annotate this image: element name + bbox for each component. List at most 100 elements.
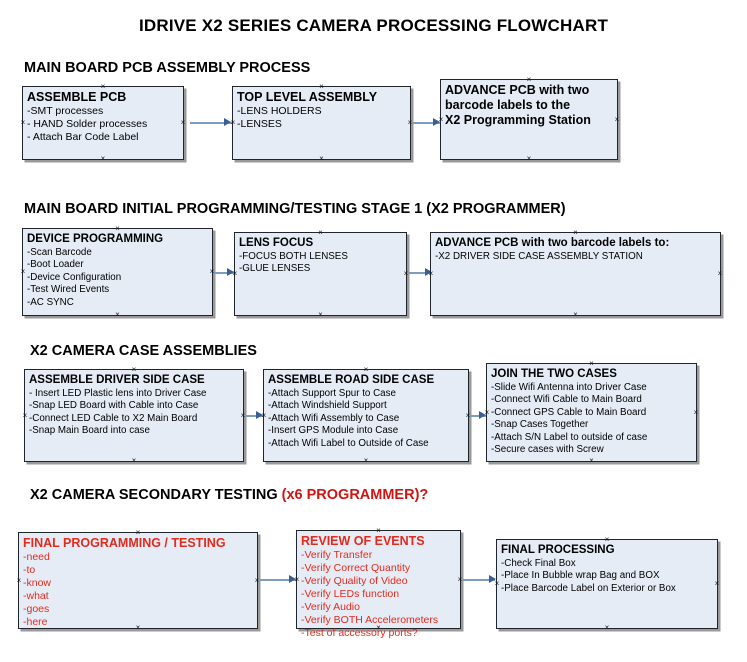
arrow-head-3-1 [256,411,263,419]
box-line: -Test Wired Events [27,284,110,296]
connection-handle-bottom[interactable]: × [115,310,120,319]
box-title: REVIEW OF EVENTS [301,534,425,548]
connection-handle-top[interactable]: × [573,228,578,237]
connection-handle-left[interactable]: × [20,118,26,127]
connection-handle-left[interactable]: × [22,410,28,420]
connection-handle-top[interactable]: × [135,528,141,537]
box-advance-pcb-programming-station[interactable]: ADVANCE PCB with two barcode labels to t… [438,75,620,163]
connector-1-2 [413,122,440,124]
box-line: -Connect LED Cable to X2 Main Board [29,412,198,424]
box-line: -Insert GPS Module into Case [268,425,399,437]
arrow-head-4-1 [289,575,296,583]
connection-handle-right[interactable]: × [407,118,413,127]
box-title: JOIN THE TWO CASES [491,368,617,380]
connector-4-2 [462,579,495,581]
box-line: -Attach Wifi Label to Outside of Case [268,437,429,449]
section-heading-3-text: X2 CAMERA CASE ASSEMBLIES [30,343,257,359]
arrow-head-3-2 [479,411,486,419]
connection-handle-bottom[interactable]: × [100,154,106,163]
connection-handle-top[interactable]: × [526,75,532,84]
box-line: -goes [23,603,50,615]
box-line: -Snap Main Board into case [29,425,150,437]
connection-handle-right[interactable]: × [614,114,620,124]
connection-handle-right[interactable]: × [457,574,463,584]
box-line: -Connect Wifi Cable to Main Board [491,394,642,406]
connection-handle-top[interactable]: × [131,365,137,374]
connection-handle-left[interactable]: × [294,574,300,584]
connection-handle-left[interactable]: × [494,579,500,588]
box-line: -AC SYNC [27,296,74,308]
connection-handle-right[interactable]: × [254,575,260,585]
connection-handle-left[interactable]: × [16,575,22,585]
connection-handle-bottom[interactable]: × [363,456,369,465]
arrow-head-2-1 [227,268,234,276]
connection-handle-right[interactable]: × [717,269,723,278]
box-device-programming[interactable]: DEVICE PROGRAMMING -Scan Barcode -Boot L… [20,224,215,319]
box-line: -know [23,577,52,589]
connection-handle-left[interactable]: × [232,269,238,278]
box-line: - Insert LED Plastic lens into Driver Ca… [29,388,207,399]
box-assemble-road-side-case[interactable]: ASSEMBLE ROAD SIDE CASE -Attach Support … [261,365,471,465]
box-join-the-two-cases[interactable]: JOIN THE TWO CASES -Slide Wifi Antenna i… [484,359,699,465]
box-final-programming-testing[interactable]: FINAL PROGRAMMING / TESTING -need -to -k… [16,528,260,632]
box-title: TOP LEVEL ASSEMBLY [237,90,378,104]
box-title: ASSEMBLE PCB [27,90,127,104]
connection-handle-bottom[interactable]: × [131,456,137,465]
connection-handle-bottom[interactable]: × [135,623,141,632]
connection-handle-bottom[interactable]: × [604,623,610,632]
connection-handle-bottom[interactable]: × [319,154,324,163]
section-heading-4-red-text: (x6 PROGRAMMER)? [281,487,429,503]
connection-handle-left[interactable]: × [428,269,434,278]
connection-handle-bottom[interactable]: × [376,623,381,632]
section-heading-3: X2 CAMERA CASE ASSEMBLIES [30,343,257,359]
box-line: -Attach Windshield Support [268,400,387,412]
connection-handle-top[interactable]: × [115,224,120,233]
connection-handle-top[interactable]: × [318,228,323,237]
connection-handle-right[interactable]: × [240,410,246,420]
connector-4-1 [259,579,296,581]
arrow-head-1-2 [433,118,440,126]
connection-handle-right[interactable]: × [693,407,699,417]
connection-handle-right[interactable]: × [180,118,186,127]
box-assemble-pcb[interactable]: ASSEMBLE PCB -SMT processes - HAND Solde… [20,82,186,163]
connection-handle-top[interactable]: × [100,82,106,91]
connection-handle-left[interactable]: × [438,114,444,124]
box-line: -here [23,616,48,628]
box-line: -Verify BOTH Accelerometers [301,614,439,626]
box-final-processing[interactable]: FINAL PROCESSING -Check Final Box -Place… [494,535,720,632]
box-line: -what [23,590,49,602]
connection-handle-left[interactable]: × [20,267,26,276]
box-line: -to [23,564,36,576]
section-heading-4-text: X2 CAMERA SECONDARY TESTING [30,487,282,503]
box-line: -Connect GPS Cable to Main Board [491,406,647,418]
connection-handle-right[interactable]: × [714,579,720,588]
connection-handle-left[interactable]: × [230,118,236,127]
connection-handle-bottom[interactable]: × [573,310,578,319]
box-top-level-assembly[interactable]: TOP LEVEL ASSEMBLY -LENS HOLDERS -LENSES… [230,82,413,163]
box-line: -LENSES [237,118,282,130]
connection-handle-top[interactable]: × [604,535,610,544]
connection-handle-right[interactable]: × [403,269,409,278]
box-line: -LENS HOLDERS [237,105,322,117]
box-line: -Verify Audio [301,601,360,613]
connection-handle-left[interactable]: × [261,410,267,420]
box-review-of-events[interactable]: REVIEW OF EVENTS -Verify Transfer -Verif… [294,526,463,640]
connection-handle-top[interactable]: × [376,526,381,535]
box-title: ADVANCE PCB with two [445,83,590,97]
box-line: -Verify Correct Quantity [301,562,411,574]
connection-handle-top[interactable]: × [363,365,369,374]
connection-handle-top[interactable]: × [319,82,324,91]
connection-handle-bottom[interactable]: × [589,456,594,465]
connection-handle-bottom[interactable]: × [526,154,532,163]
connection-handle-top[interactable]: × [589,359,594,368]
connection-handle-left[interactable]: × [484,407,490,417]
connection-handle-right[interactable]: × [465,410,471,420]
connection-handle-bottom[interactable]: × [318,310,323,319]
box-advance-pcb-driver-side-case[interactable]: ADVANCE PCB with two barcode labels to: … [428,228,723,319]
box-line: -FOCUS BOTH LENSES [239,251,348,262]
box-line: -need [23,551,50,563]
connection-handle-right[interactable]: × [209,267,215,276]
box-line: -Slide Wifi Antenna into Driver Case [491,382,647,393]
box-assemble-driver-side-case[interactable]: ASSEMBLE DRIVER SIDE CASE - Insert LED P… [22,365,246,465]
box-lens-focus[interactable]: LENS FOCUS -FOCUS BOTH LENSES -GLUE LENS… [232,228,409,319]
